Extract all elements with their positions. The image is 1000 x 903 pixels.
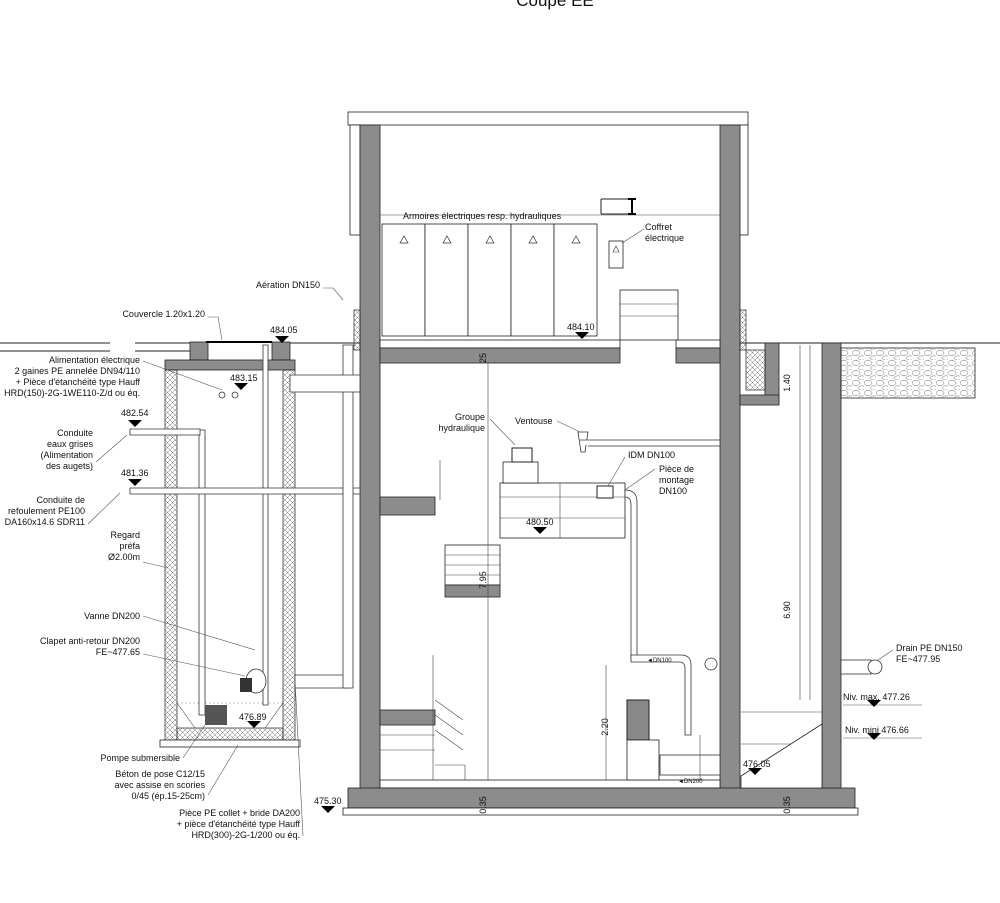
label-eaux-grises: Conduite: [57, 428, 93, 438]
label-alimentation: 2 gaines PE annelée DN94/110: [15, 366, 140, 376]
dimension-chamber-height: 6.90: [782, 601, 792, 619]
label-couvercle: Couvercle 1.20x1.20: [122, 309, 205, 319]
dimension-chamber-top: 1.40: [782, 374, 792, 392]
label-alimentation: + Pièce d'étanchéité type Hauff: [16, 377, 141, 387]
label-groupe: Groupe: [455, 412, 485, 422]
wet-well-chamber: [739, 342, 976, 789]
level-475-30: 475.30: [314, 796, 342, 806]
label-clapet: Clapet anti-retour DN200: [40, 636, 140, 646]
label-niv-max: Niv. max. 477.26: [843, 692, 910, 702]
label-coffret: Coffret: [645, 222, 672, 232]
label-refoulement: Conduite de: [36, 495, 85, 505]
label-regard: préfa: [119, 541, 140, 551]
level-476-05: 476.05: [743, 759, 771, 769]
label-groupe: hydraulique: [438, 423, 485, 433]
label-piece-montage: DN100: [659, 486, 687, 496]
label-pompe: Pompe submersible: [100, 753, 180, 763]
label-regard: Regard: [110, 530, 140, 540]
label-refoulement: DA160x14.6 SDR11: [5, 517, 85, 527]
label-beton: 0/45 (ép.15-25cm): [131, 791, 205, 801]
label-piece-pe: + pièce d'étanchéité type Hauff: [177, 819, 301, 829]
building-structure: [342, 111, 859, 816]
coffret-box: [608, 240, 624, 269]
manhole-regard: [129, 341, 361, 748]
label-drain: FE~477.95: [896, 654, 940, 664]
label-alimentation: HRD(150)-2G-1WE110-Z/d ou éq.: [4, 388, 140, 398]
label-eaux-grises: des augets): [46, 461, 93, 471]
label-alimentation: Alimentation électrique: [49, 355, 140, 365]
label-dn200: ◄DN200: [678, 779, 703, 785]
drawing-title: Coupe EE: [516, 0, 594, 10]
pump-installation: [605, 654, 721, 781]
label-beton: Béton de pose C12/15: [115, 769, 205, 779]
level-484-10: 484.10: [567, 322, 595, 332]
label-piece-pe: HRD(300)-2G-1/200 ou éq.: [191, 830, 300, 840]
level-483-15: 483.15: [230, 373, 258, 383]
level-484-05: 484.05: [270, 325, 298, 335]
label-clapet: FE~477.65: [96, 647, 140, 657]
leader-lines: [87, 228, 922, 837]
label-refoulement: refoulement PE100: [8, 506, 85, 516]
label-vanne: Vanne DN200: [84, 611, 140, 621]
level-476-89: 476.89: [239, 712, 267, 722]
label-beton: avec assise en scories: [114, 780, 205, 790]
label-eaux-grises: eaux grises: [47, 439, 94, 449]
label-armoires: Armoires électriques resp. hydrauliques: [403, 211, 562, 221]
label-idm: IDM DN100: [628, 450, 675, 460]
label-ventouse: Ventouse: [515, 416, 553, 426]
label-eaux-grises: (Alimentation: [40, 450, 93, 460]
hydraulic-platform: [379, 363, 721, 780]
label-piece-montage: montage: [659, 475, 694, 485]
label-dn100: ◄DN100: [647, 658, 672, 664]
dimension-base-right: 0.35: [782, 796, 792, 814]
electrical-cabinets: [381, 198, 679, 341]
dimension-height-main: 7.95: [478, 571, 488, 589]
label-piece-pe: Pièce PE collet + bride DA200: [179, 808, 300, 818]
label-regard: Ø2.00m: [108, 552, 140, 562]
dimension-base-left: 0.35: [478, 796, 488, 814]
level-markers: [128, 332, 881, 813]
ground-line: [0, 342, 1000, 352]
label-coffret: électrique: [645, 233, 684, 243]
label-drain: Drain PE DN150: [896, 643, 963, 653]
level-480-50: 480.50: [526, 517, 554, 527]
label-piece-montage: Pièce de: [659, 464, 694, 474]
label-niv-mini: Niv. mini 476.66: [845, 725, 909, 735]
dimension-slab: 25: [478, 353, 488, 363]
label-aeration: Aération DN150: [256, 280, 320, 290]
level-482-54: 482.54: [121, 408, 149, 418]
dimension-pump-height: 2.20: [600, 718, 610, 736]
level-481-36: 481.36: [121, 468, 149, 478]
